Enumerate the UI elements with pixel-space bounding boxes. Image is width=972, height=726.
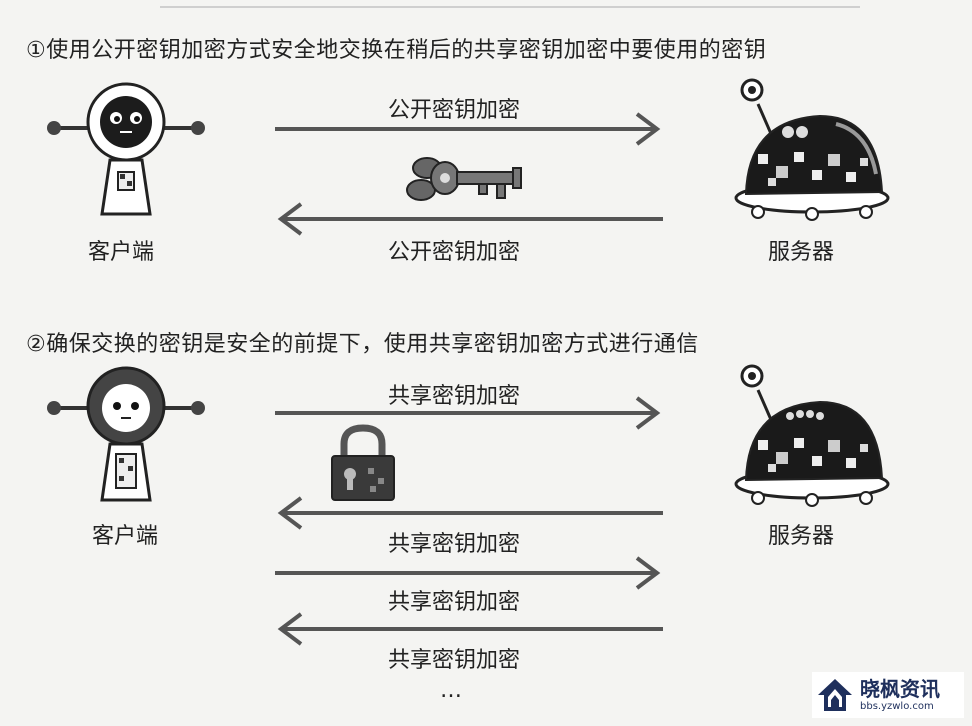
step2-arrow-label-1: 共享密钥加密	[388, 384, 521, 409]
padlock-icon	[331, 424, 395, 501]
step2-client-label: 客户端	[92, 524, 159, 549]
step1-arrow-top-label: 公开密钥加密	[388, 98, 521, 123]
arrow-left	[277, 202, 663, 236]
watermark: 晓枫资讯 bbs.yzwlo.com	[812, 672, 964, 718]
house-logo-icon	[818, 679, 852, 711]
arrow-right	[275, 396, 661, 430]
robot-server-icon	[734, 364, 890, 507]
robot-client-icon	[47, 82, 205, 216]
step2-server-label: 服务器	[768, 524, 835, 549]
ellipsis: …	[440, 678, 464, 703]
step1-title: ①使用公开密钥加密方式安全地交换在稍后的共享密钥加密中要使用的密钥	[26, 38, 767, 63]
arrow-right	[275, 556, 661, 590]
arrow-left	[277, 496, 663, 530]
arrow-left	[277, 612, 663, 646]
step1-server-label: 服务器	[768, 240, 835, 265]
step2-arrow-label-3: 共享密钥加密	[388, 590, 521, 615]
robot-server-icon	[734, 78, 890, 221]
robot-client-icon	[47, 366, 205, 502]
watermark-name: 晓枫资讯	[860, 676, 940, 701]
watermark-url: bbs.yzwlo.com	[860, 700, 934, 712]
step2-arrow-label-2: 共享密钥加密	[388, 532, 521, 557]
top-divider	[160, 6, 860, 8]
step2-title: ②确保交换的密钥是安全的前提下，使用共享密钥加密方式进行通信	[26, 332, 699, 357]
arrow-right	[275, 112, 661, 146]
key-icon	[406, 157, 522, 201]
step1-client-label: 客户端	[88, 240, 155, 265]
step2-arrow-label-4: 共享密钥加密	[388, 648, 521, 673]
step1-arrow-bottom-label: 公开密钥加密	[388, 240, 521, 265]
